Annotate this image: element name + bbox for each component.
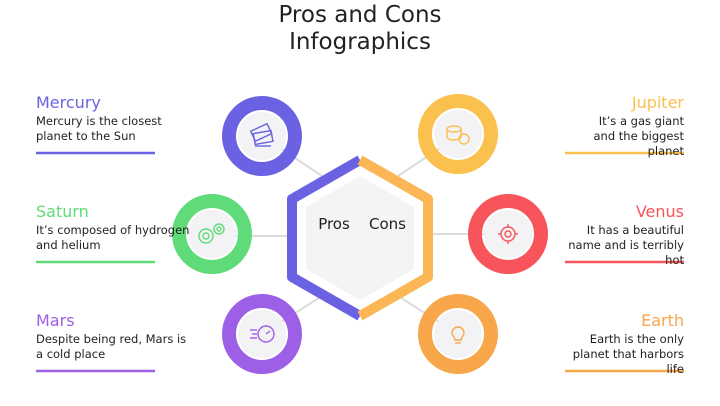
speed-icon (250, 325, 275, 343)
item-saturn: Saturn It’s composed of hydrogen and hel… (36, 202, 196, 253)
item-name: Mercury (36, 93, 101, 112)
money-icon (249, 122, 274, 147)
item-description: Earth is the only planet that harbors li… (572, 332, 684, 376)
mars-node (222, 294, 302, 374)
saturn-node (172, 194, 252, 274)
item-name: Saturn (36, 202, 89, 221)
earth-node (418, 294, 498, 374)
venus-node (468, 194, 548, 274)
item-jupiter: Jupiter It’s a gas giant and the biggest… (524, 93, 685, 159)
item-name: Mars (36, 311, 75, 330)
title-line-1: Pros and Cons (278, 2, 442, 28)
item-mars: Mars Despite being red, Mars is a cold p… (36, 311, 196, 362)
item-underlines (36, 151, 684, 373)
item-earth: Earth Earth is the only planet that harb… (524, 311, 684, 377)
item-name: Venus (635, 202, 684, 221)
page-title: Pros and Cons Infographics (0, 2, 720, 56)
item-description: Mercury is the closest planet to the Sun (36, 114, 162, 143)
lightbulb-icon (451, 326, 465, 344)
pros-hexagon-half (287, 155, 363, 321)
item-venus: Venus It has a beautiful name and is ter… (524, 202, 684, 268)
mercury-node (222, 96, 302, 176)
cons-hexagon-half (357, 155, 433, 321)
item-description: Despite being red, Mars is a cold place (36, 332, 187, 361)
cons-label: Cons (369, 215, 406, 233)
item-description: It’s a gas giant and the biggest planet (593, 114, 685, 158)
item-name: Jupiter (631, 93, 684, 112)
item-description: It’s composed of hydrogen and helium (36, 223, 190, 252)
item-mercury: Mercury Mercury is the closest planet to… (36, 93, 196, 144)
title-line-2: Infographics (289, 29, 431, 55)
center-hexagon (287, 155, 433, 321)
gear-icon (498, 224, 518, 244)
item-name: Earth (641, 311, 684, 330)
item-description: It has a beautiful name and is terribly … (568, 223, 684, 267)
coins-icon (446, 125, 470, 145)
jupiter-node (418, 94, 498, 174)
pros-label: Pros (318, 215, 350, 233)
gears-icon (198, 223, 225, 244)
